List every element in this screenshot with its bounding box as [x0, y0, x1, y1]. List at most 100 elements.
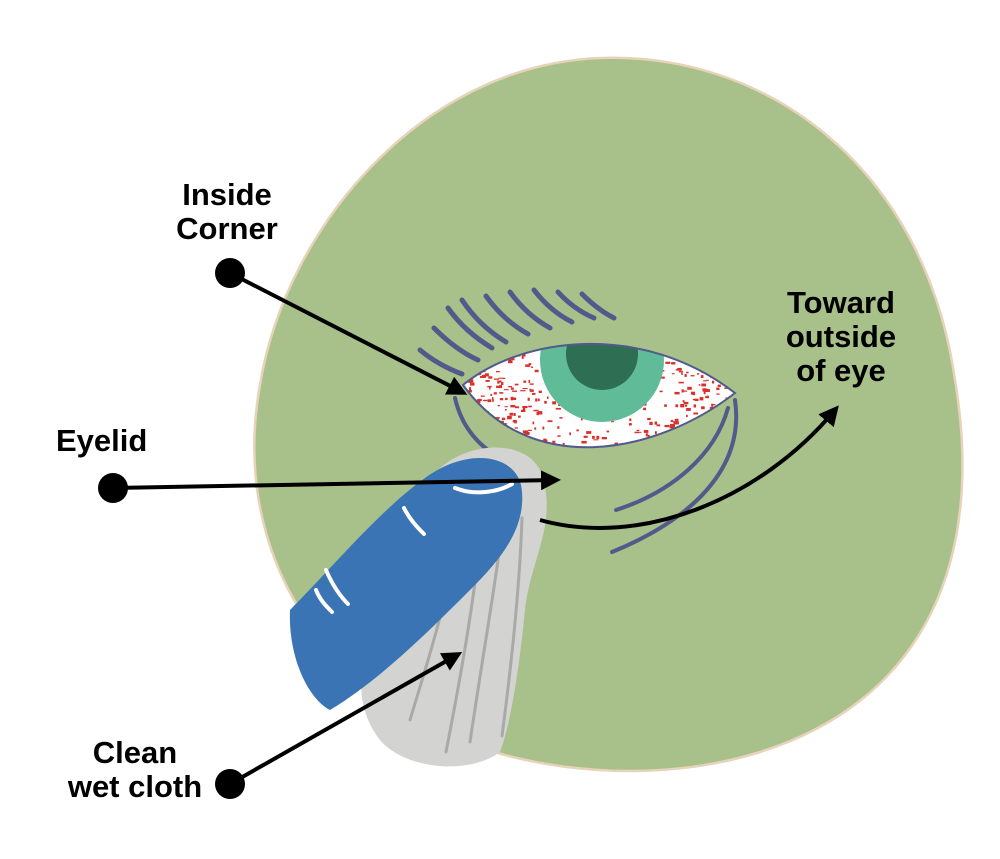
- blood-speck: [488, 376, 493, 379]
- blood-speck: [614, 442, 618, 446]
- blood-speck: [492, 397, 494, 400]
- blood-speck: [662, 370, 665, 372]
- blood-speck: [601, 437, 607, 440]
- blood-speck: [527, 429, 532, 431]
- blood-speck: [528, 379, 531, 384]
- blood-speck: [538, 411, 543, 415]
- blood-speck: [637, 431, 642, 433]
- blood-speck: [690, 375, 695, 377]
- blood-speck: [502, 377, 506, 380]
- blood-speck: [487, 399, 492, 403]
- blood-speck: [712, 380, 715, 384]
- blood-speck: [683, 390, 688, 392]
- blood-speck: [674, 391, 680, 395]
- blood-speck: [483, 399, 488, 402]
- blood-speck: [706, 379, 709, 381]
- blood-speck: [507, 415, 512, 420]
- blood-speck: [534, 427, 537, 430]
- blood-speck: [628, 423, 632, 426]
- blood-speck: [518, 415, 521, 418]
- eyelid-pointer: [112, 470, 561, 491]
- blood-speck: [649, 421, 653, 426]
- blood-speck: [476, 399, 481, 404]
- blood-speck: [520, 390, 526, 392]
- blood-speck: [536, 411, 539, 416]
- blood-speck: [470, 382, 475, 386]
- blood-speck: [611, 421, 614, 423]
- blood-speck: [468, 390, 472, 393]
- blood-speck: [687, 386, 692, 390]
- blood-speck: [643, 407, 646, 411]
- blood-speck: [696, 373, 700, 375]
- blood-speck: [532, 392, 536, 395]
- blood-speck: [655, 431, 657, 435]
- blood-speck: [592, 435, 595, 439]
- blood-speck: [629, 418, 632, 422]
- blood-speck: [537, 398, 540, 402]
- cloth-label: Clean wet cloth: [60, 736, 210, 804]
- cloth-line-2: wet cloth: [67, 769, 203, 804]
- blood-speck: [677, 369, 682, 371]
- blood-speck: [645, 433, 648, 437]
- blood-speck: [659, 390, 663, 393]
- blood-speck: [692, 398, 697, 401]
- cloth-pointer: [229, 652, 463, 786]
- blood-speck: [535, 398, 538, 402]
- blood-speck: [675, 404, 679, 408]
- inside-corner-pointer: [229, 271, 468, 395]
- blood-speck: [700, 375, 704, 378]
- blood-speck: [496, 385, 501, 388]
- blood-speck: [494, 417, 500, 419]
- blood-speck: [529, 389, 534, 392]
- blood-speck: [690, 391, 695, 395]
- blood-speck: [552, 440, 556, 443]
- blood-speck: [569, 432, 571, 436]
- blood-speck: [543, 438, 547, 441]
- blood-speck: [681, 389, 684, 393]
- blood-speck: [557, 435, 561, 437]
- blood-speck: [512, 397, 517, 400]
- blood-speck: [522, 407, 526, 411]
- blood-speck: [702, 407, 705, 409]
- blood-speck: [643, 430, 649, 433]
- blood-speck: [513, 419, 517, 423]
- wipe-direction-arrow: [539, 405, 839, 530]
- blood-speck: [528, 405, 532, 408]
- blood-speck: [693, 412, 699, 415]
- blood-speck: [469, 379, 474, 383]
- blood-speck: [515, 406, 520, 409]
- blood-speck: [559, 417, 563, 419]
- blood-speck: [492, 399, 494, 402]
- blood-speck: [498, 377, 503, 379]
- blood-speck: [716, 393, 720, 395]
- blood-speck: [544, 400, 547, 404]
- blood-speck: [636, 429, 640, 431]
- pointer-dot-icon: [215, 769, 245, 799]
- finger: [289, 457, 523, 710]
- eyelid-label: Eyelid: [56, 424, 147, 458]
- blood-speck: [514, 383, 519, 386]
- blood-speck: [513, 413, 516, 416]
- blood-speck: [480, 395, 485, 397]
- blood-speck: [510, 387, 514, 390]
- cloth-line-1: Clean: [92, 735, 178, 770]
- blood-speck: [485, 380, 490, 382]
- blood-speck: [562, 442, 565, 447]
- inside-corner-line-1: Inside: [182, 177, 272, 212]
- blood-speck: [678, 370, 683, 373]
- blood-speck: [496, 371, 500, 373]
- blood-speck: [530, 366, 533, 368]
- blood-speck: [647, 417, 651, 421]
- blood-speck: [552, 401, 557, 405]
- blood-speck: [521, 356, 524, 359]
- blood-speck: [671, 373, 675, 375]
- blood-speck: [677, 367, 682, 371]
- blood-speck: [674, 418, 679, 422]
- blood-speck: [702, 388, 707, 392]
- blood-speck: [678, 381, 684, 384]
- blood-speck: [583, 435, 588, 438]
- blood-speck: [508, 360, 513, 364]
- blood-speck: [580, 417, 583, 421]
- pointer-dot-icon: [98, 473, 128, 503]
